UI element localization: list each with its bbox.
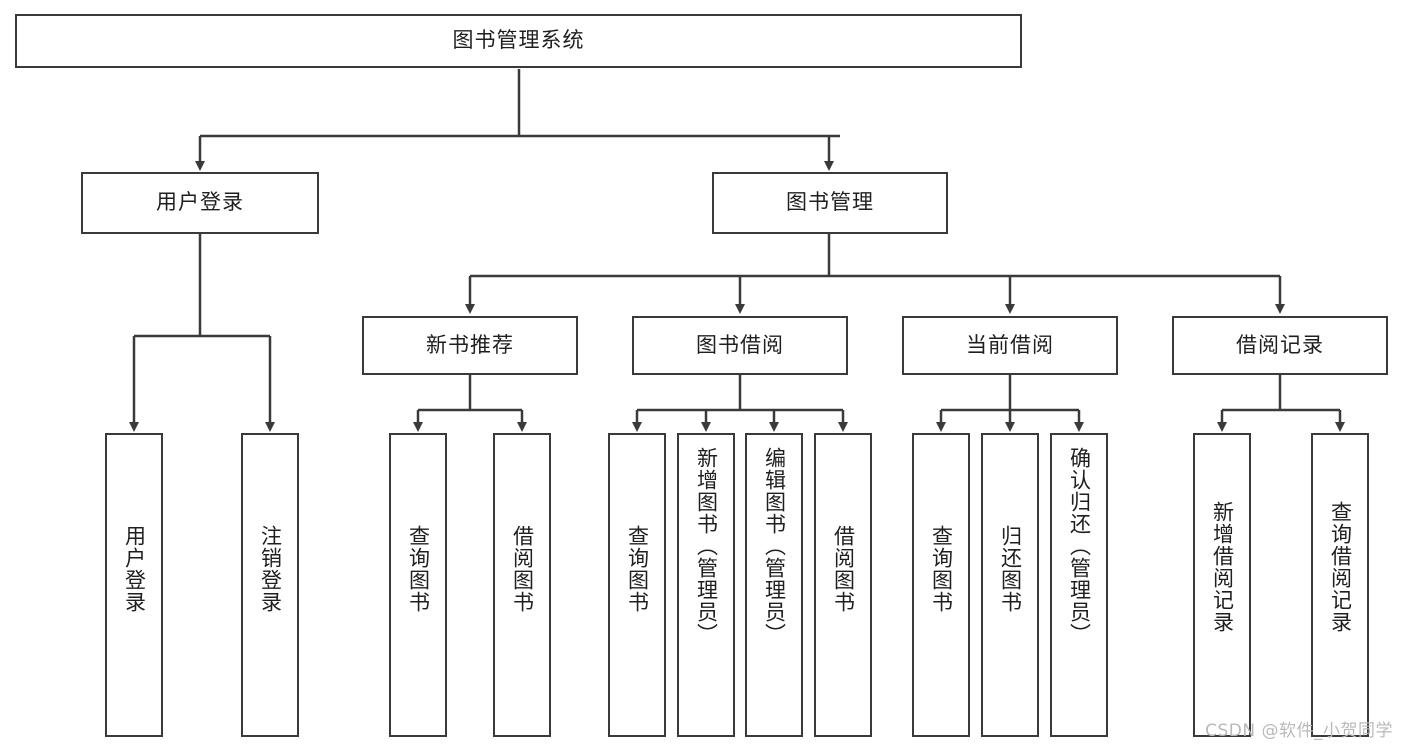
leaf-user-login-login[interactable]: 用户登录	[105, 433, 163, 737]
leaf-borrow-record-query[interactable]: 查询借阅记录	[1311, 433, 1369, 737]
leaf-current-borrow-return[interactable]: 归还图书	[981, 433, 1039, 737]
node-book-borrow[interactable]: 图书借阅	[632, 316, 848, 375]
leaf-label: 查询图书	[929, 525, 954, 613]
leaf-label: 新增借阅记录	[1210, 501, 1235, 633]
leaf-label: 查询图书	[406, 525, 431, 613]
leaf-new-book-query[interactable]: 查询图书	[389, 433, 447, 737]
leaf-label: 确认归还（管理员）	[1067, 447, 1092, 645]
leaf-book-borrow-edit[interactable]: 编辑图书（管理员）	[745, 433, 803, 737]
node-current-borrow-label: 当前借阅	[966, 332, 1054, 357]
leaf-label: 查询图书	[625, 525, 650, 613]
leaf-label: 归还图书	[998, 525, 1023, 613]
node-book-management-label: 图书管理	[786, 190, 874, 215]
node-current-borrow[interactable]: 当前借阅	[902, 316, 1118, 375]
node-user-login[interactable]: 用户登录	[81, 172, 319, 234]
node-new-book-recommend[interactable]: 新书推荐	[362, 316, 578, 375]
node-borrow-record-label: 借阅记录	[1236, 332, 1324, 357]
leaf-label: 借阅图书	[831, 525, 856, 613]
leaf-label: 注销登录	[258, 525, 283, 613]
node-root-label: 图书管理系统	[452, 28, 585, 53]
leaf-book-borrow-add[interactable]: 新增图书（管理员）	[677, 433, 735, 737]
leaf-user-login-logout[interactable]: 注销登录	[241, 433, 299, 737]
leaf-label: 新增图书（管理员）	[694, 447, 719, 645]
leaf-new-book-borrow[interactable]: 借阅图书	[493, 433, 551, 737]
leaf-book-borrow-lend[interactable]: 借阅图书	[814, 433, 872, 737]
leaf-book-borrow-query[interactable]: 查询图书	[608, 433, 666, 737]
csdn-watermark: CSDN @软件_小贺同学	[1205, 721, 1393, 741]
node-new-book-recommend-label: 新书推荐	[426, 332, 514, 357]
leaf-borrow-record-add[interactable]: 新增借阅记录	[1193, 433, 1251, 737]
leaf-label: 借阅图书	[510, 525, 535, 613]
node-root-system[interactable]: 图书管理系统	[15, 14, 1022, 68]
node-user-login-label: 用户登录	[156, 190, 244, 215]
leaf-label: 用户登录	[122, 525, 147, 613]
leaf-current-borrow-query[interactable]: 查询图书	[912, 433, 970, 737]
node-book-management[interactable]: 图书管理	[712, 172, 948, 234]
leaf-label: 查询借阅记录	[1328, 501, 1353, 633]
leaf-current-borrow-confirm-return[interactable]: 确认归还（管理员）	[1050, 433, 1108, 737]
node-borrow-record[interactable]: 借阅记录	[1172, 316, 1388, 375]
leaf-label: 编辑图书（管理员）	[762, 447, 787, 645]
node-book-borrow-label: 图书借阅	[696, 332, 784, 357]
